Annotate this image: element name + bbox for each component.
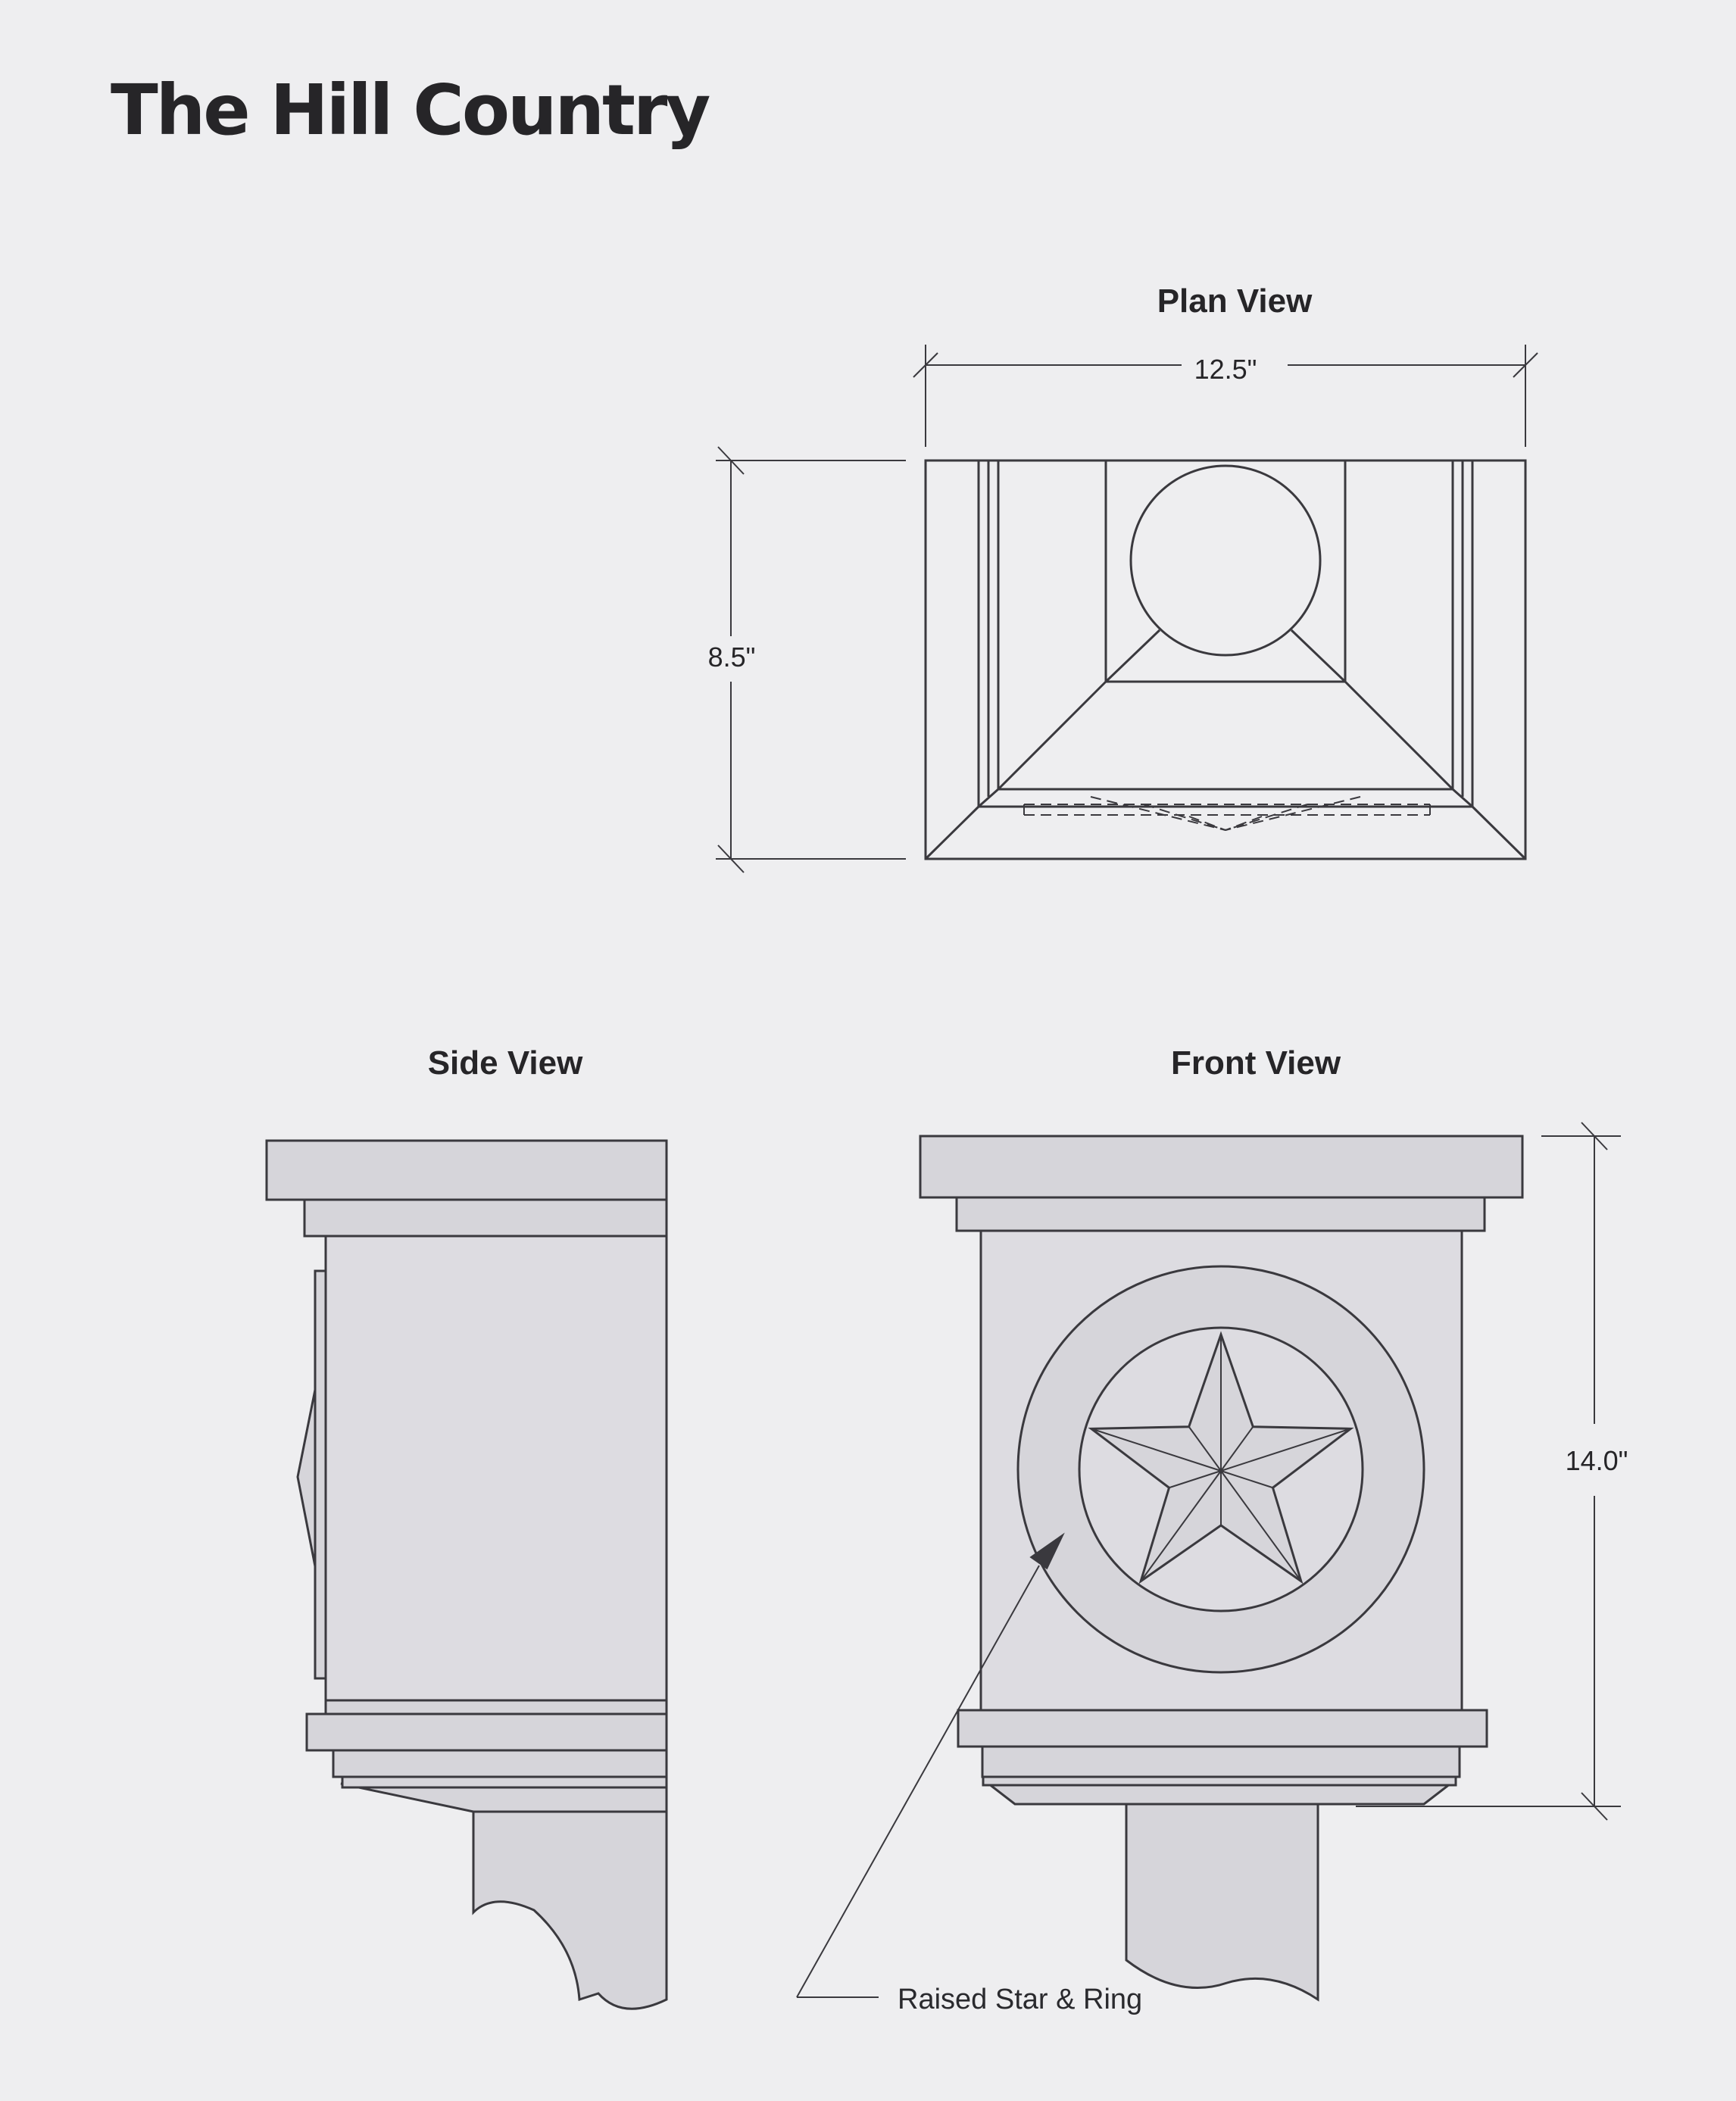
plan-width-dimension: 12.5"	[913, 345, 1538, 447]
front-corbel-tail	[1125, 1803, 1319, 2002]
plan-star-hidden-lines	[1023, 796, 1431, 831]
front-view: Front View 14.0"	[796, 1044, 1628, 2015]
star-facet-line	[1140, 1470, 1222, 1582]
plan-column-circle	[1129, 464, 1322, 657]
plan-view-title: Plan View	[1157, 283, 1313, 320]
side-view-title: Side View	[428, 1044, 583, 1082]
callout-arrowhead	[1029, 1532, 1065, 1570]
plan-width-label: 12.5"	[1194, 354, 1257, 385]
page-title: The Hill Country	[111, 70, 710, 151]
star-facet-line	[1220, 1428, 1351, 1472]
star-facet-line	[1220, 1470, 1302, 1582]
plan-view: Plan View 12.5" 8.5"	[708, 283, 1538, 873]
front-bottom-bevel	[985, 1782, 1454, 1806]
star-facet-line	[1220, 1426, 1254, 1472]
plan-depth-dimension: 8.5"	[708, 446, 906, 873]
raised-star	[1088, 1331, 1354, 1584]
callout-label: Raised Star & Ring	[898, 1984, 1142, 2015]
side-ring-profile	[314, 1269, 327, 1680]
plan-outline	[924, 459, 1527, 860]
star-facet-line	[1169, 1470, 1222, 1489]
side-body	[324, 1233, 668, 1702]
raised-star-ring-callout: Raised Star & Ring	[796, 1532, 1142, 2015]
front-top-cap	[919, 1135, 1524, 1199]
front-bracket	[919, 1135, 1524, 2002]
side-bracket	[265, 1139, 668, 2010]
star-facet-line	[1188, 1426, 1222, 1472]
plan-depth-label: 8.5"	[708, 642, 756, 673]
side-corbel-tail	[472, 1810, 668, 2010]
side-top-cap	[265, 1139, 668, 1201]
front-view-title: Front View	[1171, 1044, 1341, 1082]
side-star-profile	[296, 1389, 317, 1567]
star-facet-line	[1091, 1428, 1222, 1472]
star-facet-line	[1220, 1470, 1273, 1489]
side-view: Side View	[265, 1044, 668, 2010]
front-height-dimension: 14.0"	[1356, 1122, 1628, 1821]
front-height-label: 14.0"	[1566, 1445, 1628, 1476]
